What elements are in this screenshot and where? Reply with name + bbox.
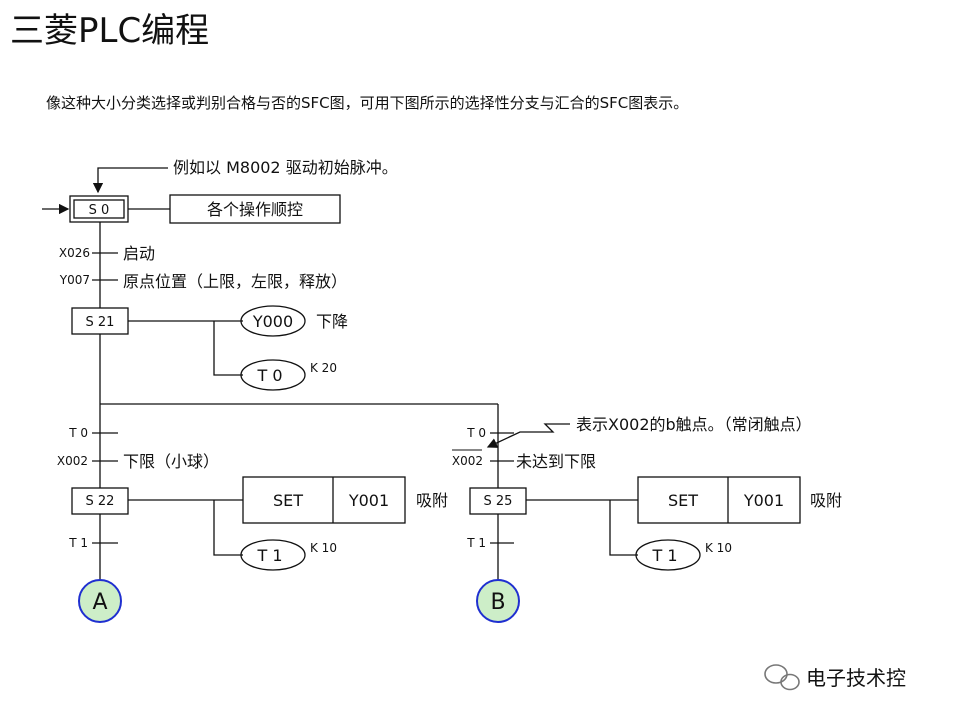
left-coil-desc: 吸附 <box>416 491 448 510</box>
left-timer-label: T 1 <box>256 546 282 565</box>
left-t0-label: T 0 <box>68 426 88 440</box>
left-coil-label: Y001 <box>348 491 389 510</box>
right-x002-desc: 未达到下限 <box>516 452 596 471</box>
intro-text: 像这种大小分类选择或判别合格与否的SFC图，可用下图所示的选择性分支与汇合的SF… <box>46 94 688 112</box>
s21-timer-coil <box>240 359 306 391</box>
s22-timer-coil <box>240 539 306 571</box>
connector-b-label: B <box>490 590 505 615</box>
right-coil-label: Y001 <box>743 491 784 510</box>
nc-note: 表示X002的b触点。（常闭触点） <box>576 415 812 434</box>
left-timer-k: K 10 <box>310 541 337 555</box>
s21-timer-label: T 0 <box>256 366 282 385</box>
connector-a-label: A <box>92 590 107 615</box>
init-pulse-arrow <box>92 167 168 194</box>
right-set-box <box>637 476 801 524</box>
y000-desc: 下降 <box>316 312 348 331</box>
page-title: 三菱PLC编程 <box>10 11 209 51</box>
right-coil-desc: 吸附 <box>810 491 842 510</box>
connector-a <box>78 579 122 623</box>
y007-label: Y007 <box>59 273 90 287</box>
nc-note-pointer <box>486 423 570 448</box>
y000-label: Y000 <box>252 312 293 331</box>
wechat-icon <box>764 664 800 691</box>
s0-action: 各个操作顺控 <box>207 200 303 219</box>
y007-desc: 原点位置（上限，左限，释放） <box>123 272 347 291</box>
left-t1-label: T 1 <box>68 536 88 550</box>
left-x002-label: X002 <box>57 454 88 468</box>
left-x002-desc: 下限（小球） <box>123 452 219 471</box>
right-timer-k: K 10 <box>705 541 732 555</box>
init-note: 例如以 M8002 驱动初始脉冲。 <box>173 158 398 177</box>
s25-label: S 25 <box>484 494 513 509</box>
right-timer-label: T 1 <box>651 546 677 565</box>
s0-action-box <box>169 194 341 224</box>
s0-inner-box <box>73 199 125 219</box>
s21-label: S 21 <box>86 315 115 330</box>
x026-label: X026 <box>59 246 90 260</box>
s25-timer-coil <box>635 539 701 571</box>
right-t0-label: T 0 <box>466 426 486 440</box>
s22-label: S 22 <box>86 494 115 509</box>
right-t1-label: T 1 <box>466 536 486 550</box>
y000-coil <box>240 305 306 337</box>
connector-b <box>476 579 520 623</box>
sfc-diagram <box>42 167 801 580</box>
watermark-text: 电子技术控 <box>806 666 906 690</box>
x026-desc: 启动 <box>123 244 155 263</box>
right-set-label: SET <box>668 491 698 510</box>
s0-label: S 0 <box>89 203 110 218</box>
right-x002-label: X002 <box>452 454 483 468</box>
left-set-box <box>242 476 406 524</box>
s21-timer-k: K 20 <box>310 361 337 375</box>
left-set-label: SET <box>273 491 303 510</box>
